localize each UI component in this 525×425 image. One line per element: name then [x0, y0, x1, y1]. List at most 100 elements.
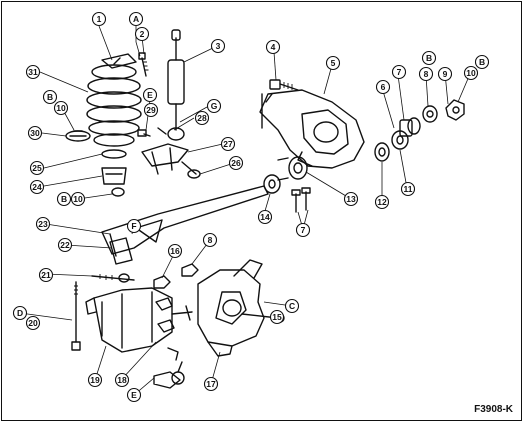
callout: 18 — [114, 372, 130, 388]
fastener-nuts — [153, 263, 199, 333]
pinch-bolt — [171, 305, 193, 321]
callout: 9 — [437, 66, 453, 82]
callout: 14 — [257, 209, 273, 225]
callout: F — [126, 218, 142, 234]
callout-label: 7 — [301, 225, 306, 235]
callout-label: 23 — [38, 219, 48, 229]
callout-label: G — [211, 101, 218, 111]
pivot-bracket — [259, 89, 365, 169]
callout-label: 24 — [32, 182, 42, 192]
callout-label: 29 — [146, 105, 156, 115]
callout-label: 3 — [216, 41, 221, 51]
callout-label: 5 — [331, 58, 336, 68]
callout-label: B — [61, 194, 67, 204]
shock-absorber — [167, 29, 185, 141]
callout-label: 11 — [404, 184, 413, 194]
callout: 4 — [265, 39, 281, 55]
callout: 21 — [38, 267, 54, 283]
pivot-bolt — [269, 79, 299, 91]
callout: 5 — [325, 55, 341, 71]
callout: 19 — [87, 372, 103, 388]
callout: 27 — [220, 136, 236, 152]
callout-label: 1 — [97, 14, 102, 24]
callout: 10 — [463, 65, 479, 81]
callout: B — [56, 191, 72, 207]
callout: 6 — [375, 79, 391, 95]
callout: 1 — [91, 11, 107, 27]
steering-knuckle — [197, 259, 265, 357]
callout-label: 10 — [73, 194, 83, 204]
callout: 7 — [391, 64, 407, 80]
callout: 24 — [29, 179, 45, 195]
callout-label: 8 — [424, 69, 429, 79]
callout: E — [126, 387, 142, 403]
axle-arm — [85, 287, 173, 353]
callout-label: 30 — [30, 128, 40, 138]
tie-rod-end — [153, 347, 185, 389]
callout: 23 — [35, 216, 51, 232]
leader-lines — [19, 25, 471, 396]
callout: B — [42, 89, 58, 105]
callout: 17 — [203, 376, 219, 392]
callout-label: 12 — [377, 197, 387, 207]
bushing-stack — [374, 99, 465, 162]
callout-label: 20 — [28, 318, 38, 328]
lower-spring-seat — [101, 149, 127, 159]
callout: 13 — [343, 191, 359, 207]
callout-label: B — [426, 53, 432, 63]
callout: E — [142, 87, 158, 103]
callout-label: 2 — [140, 29, 145, 39]
callout-label: 4 — [271, 42, 276, 52]
callout: 11 — [400, 181, 416, 197]
cross-bolt — [91, 273, 135, 283]
callout-label: 14 — [260, 212, 270, 222]
callout: 12 — [374, 194, 390, 210]
retainer-bolt — [138, 52, 149, 77]
callout-label: 18 — [117, 375, 127, 385]
callout-label: 15 — [272, 312, 282, 322]
callout-label: F — [131, 221, 136, 231]
callout: 10 — [70, 191, 86, 207]
callout: 15 — [269, 309, 285, 325]
callout-label: 16 — [170, 246, 180, 256]
long-bolt — [71, 281, 81, 351]
callout: G — [206, 98, 222, 114]
upper-spring-seat — [101, 53, 137, 69]
callout: D — [12, 305, 28, 321]
callout-label: 10 — [466, 68, 476, 78]
callout-label: E — [131, 390, 137, 400]
callout-label: 17 — [206, 379, 216, 389]
callout-label: 10 — [56, 103, 66, 113]
callout-label: A — [133, 14, 139, 24]
callout: 30 — [27, 125, 43, 141]
callout: 10 — [53, 100, 69, 116]
callout-label: B — [479, 57, 485, 67]
lower-spring-retainer — [101, 167, 127, 185]
callout-label: 7 — [397, 67, 402, 77]
callout-label: 28 — [197, 113, 207, 123]
callout: 28 — [194, 110, 210, 126]
callout: 2 — [134, 26, 150, 42]
pivot-washer — [263, 174, 281, 194]
callout: 22 — [57, 237, 73, 253]
callout: 29 — [143, 102, 159, 118]
callout-label: 27 — [223, 139, 233, 149]
callout: A — [128, 11, 144, 27]
callout-label: 21 — [41, 270, 51, 280]
callout: B — [421, 50, 437, 66]
callout-label: E — [147, 90, 153, 100]
callout-label: C — [289, 301, 295, 311]
callout-label: 31 — [28, 67, 38, 77]
callout-label: 6 — [381, 82, 386, 92]
callout: 3 — [210, 38, 226, 54]
callout: C — [284, 298, 300, 314]
callout: 31 — [25, 64, 41, 80]
callout: 8 — [418, 66, 434, 82]
shock-lower-bracket — [141, 143, 189, 175]
coil-spring — [86, 64, 142, 147]
callout-label: 13 — [346, 194, 356, 204]
figure-id: F3908-K — [474, 404, 513, 415]
retainer-nut — [111, 187, 125, 197]
